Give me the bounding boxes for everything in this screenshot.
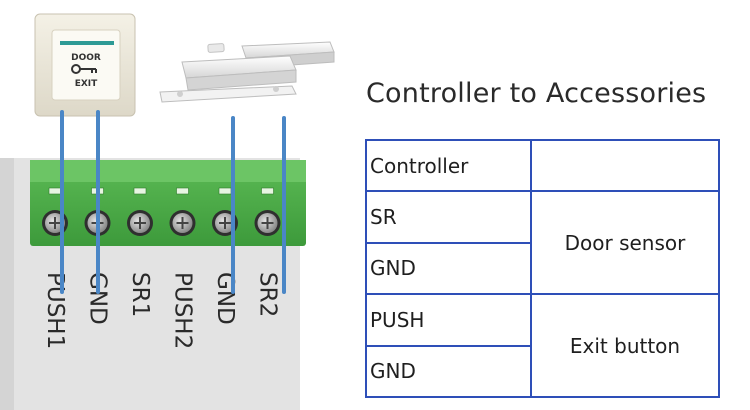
table-row: SR Door sensor: [365, 190, 720, 296]
screw-icon: [127, 210, 153, 236]
terminal-slot: [261, 187, 274, 195]
terminal-block: [30, 160, 306, 246]
terminal-label: SR2: [255, 272, 281, 317]
table-cell-sr: SR: [365, 190, 532, 244]
terminal-label: PUSH2: [170, 272, 196, 349]
table-row: GND: [365, 241, 719, 296]
terminal-slot: [176, 187, 189, 195]
exit-button-device: DOOR EXIT: [34, 13, 136, 117]
table-cell-push: PUSH: [365, 293, 532, 347]
table-header-row: Controller: [365, 138, 720, 193]
terminal-slot: [218, 187, 232, 195]
table-cell-door-sensor: Door sensor: [530, 190, 720, 296]
wiring-table: Controller SR Door sensor GND PUSH Exit …: [365, 138, 720, 399]
screw-icon: [42, 210, 68, 236]
terminal-slot: [48, 187, 62, 195]
screw-icon: [169, 210, 196, 236]
terminal-slot: [133, 187, 147, 195]
screw-icon: [254, 210, 281, 236]
exit-button-bottom-text: EXIT: [75, 79, 98, 89]
door-sensor-device: [159, 41, 335, 103]
table-row: GND: [365, 344, 719, 399]
table-cell-controller: Controller: [365, 138, 532, 193]
table-cell-gnd-1: GND: [365, 241, 532, 296]
table-cell-gnd-2: GND: [365, 344, 532, 399]
terminal-label: SR1: [127, 272, 153, 317]
table-cell-header-right: [530, 138, 720, 193]
page-title: Controller to Accessories: [366, 78, 707, 109]
key-icon: [71, 64, 97, 74]
table-cell-exit-button: Exit button: [530, 293, 720, 398]
table-row: PUSH Exit button: [365, 293, 720, 398]
exit-button-stripe: [60, 41, 114, 45]
exit-button-top-text: DOOR: [71, 53, 101, 63]
terminal-label: PUSH1: [42, 272, 68, 349]
